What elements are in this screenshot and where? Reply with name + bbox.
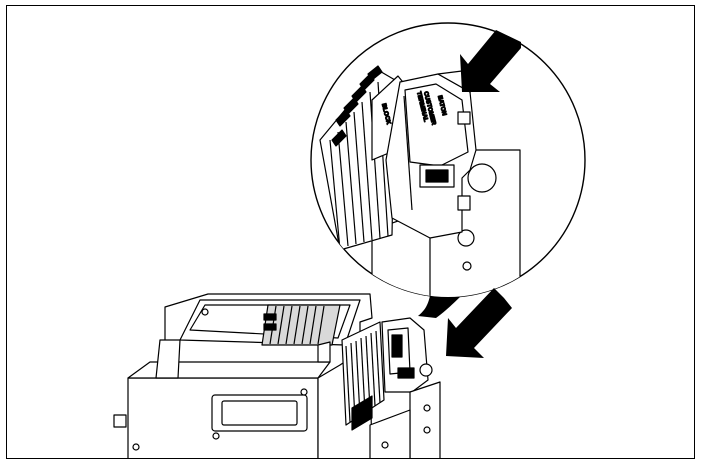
arrow-icon: [446, 288, 512, 358]
top-terminal-strip: [261, 304, 341, 346]
terminal-block-small: [381, 317, 433, 393]
breaker-assembly: [113, 293, 441, 458]
arrow-icon: [460, 30, 521, 92]
side-terminal-rows: [341, 321, 385, 431]
magnifier-callout: EATON CUSTOMER TERMINAL BLOCK: [310, 22, 586, 298]
brand-label: EATON: [436, 95, 447, 116]
